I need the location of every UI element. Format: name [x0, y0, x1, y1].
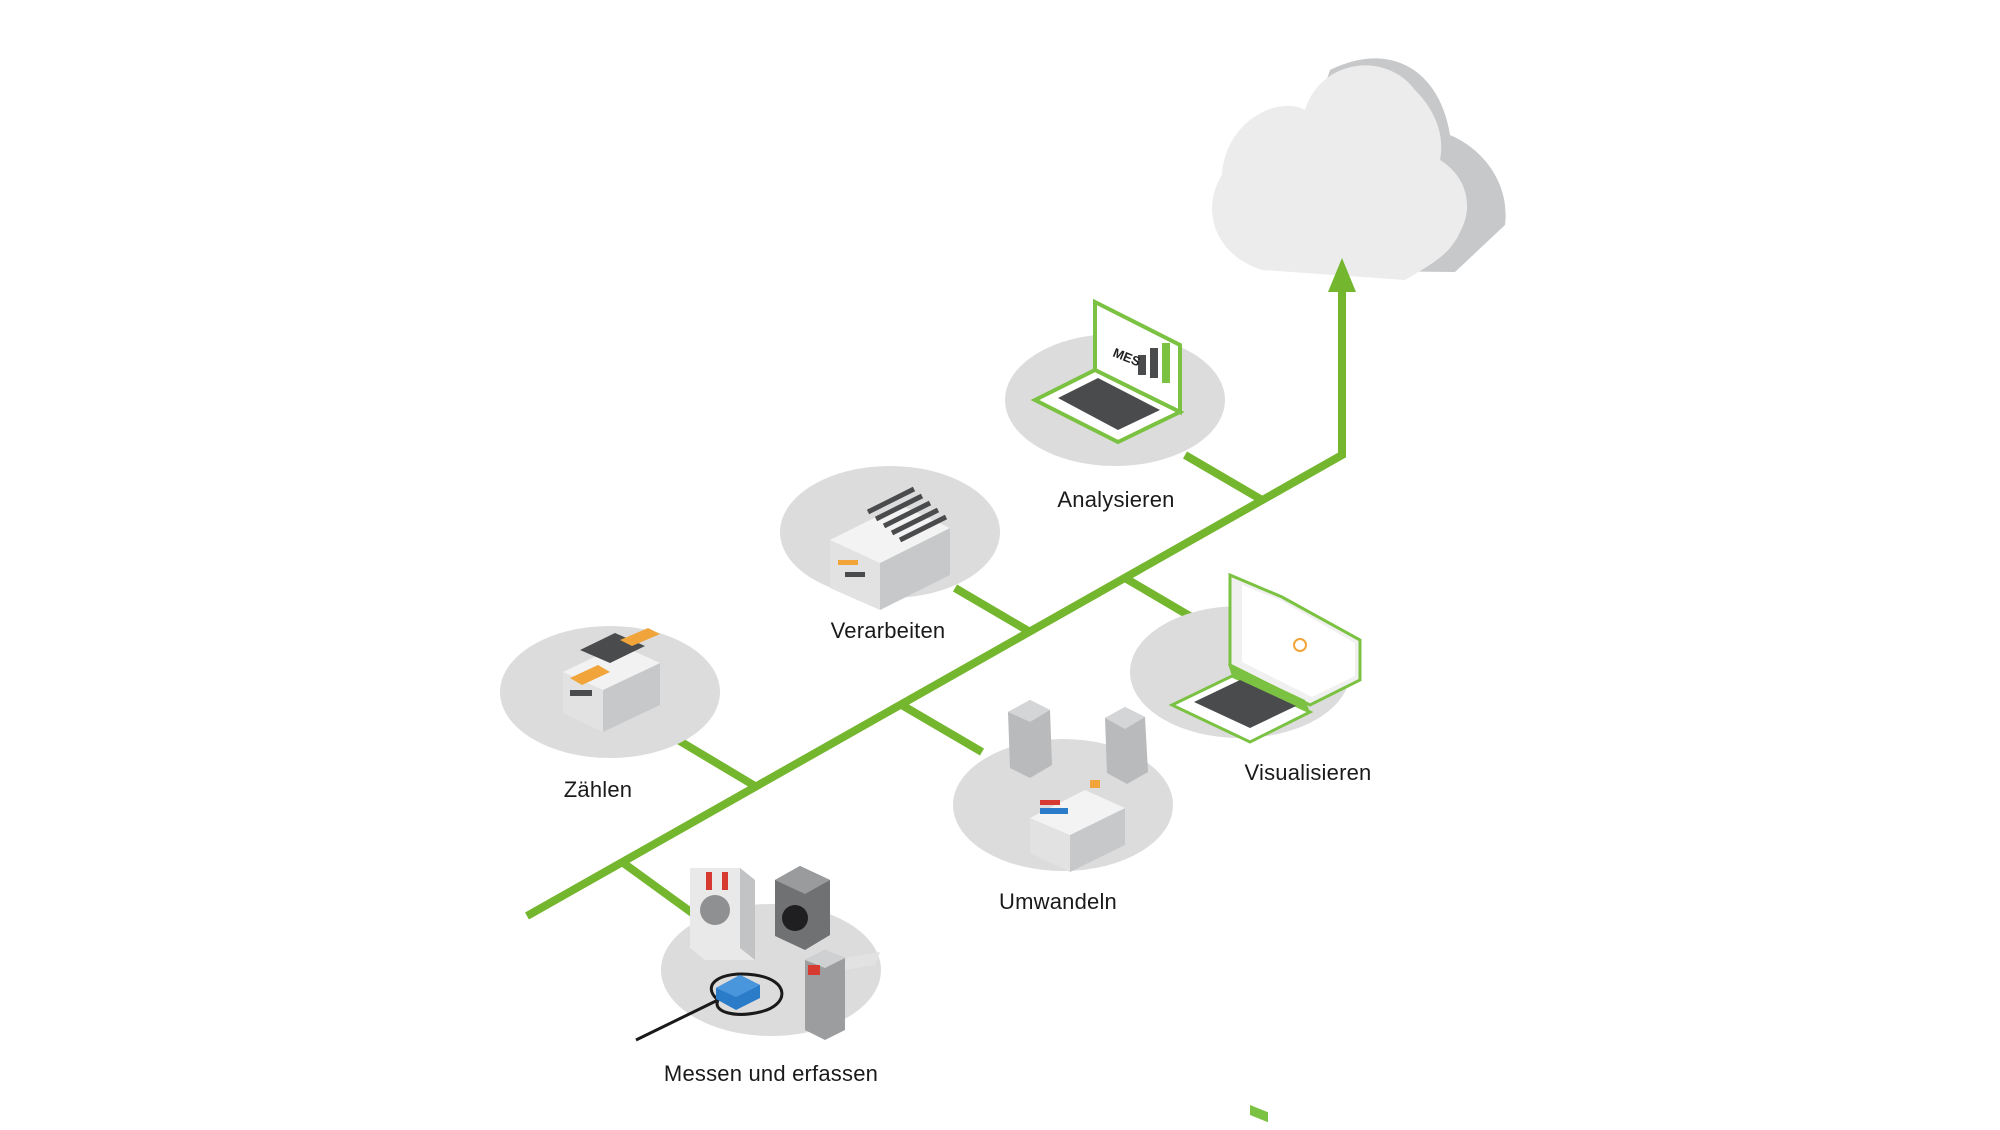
branch-messen: [619, 858, 698, 919]
branch-analysieren: [1182, 451, 1265, 504]
branch-umwandeln: [897, 700, 985, 756]
branch-verarbeiten: [952, 584, 1033, 636]
label-umwandeln: Umwandeln: [999, 889, 1117, 914]
cloud-icon: [1212, 58, 1506, 280]
flow-lines: [525, 285, 1346, 920]
controller-icon: [830, 486, 950, 610]
energy-meter-icon: [563, 628, 660, 732]
label-zaehlen: Zählen: [563, 777, 633, 802]
label-verarbeiten: Verarbeiten: [830, 618, 946, 643]
label-messen-und-erfassen: Messen und erfassen: [663, 1061, 879, 1086]
main-flow-line: [525, 285, 1346, 920]
branch-zaehlen: [675, 736, 758, 790]
label-visualisieren: Visualisieren: [1244, 760, 1372, 785]
mes-laptop-icon: MES: [1030, 298, 1185, 445]
label-analysieren: Analysieren: [1057, 487, 1175, 512]
current-sensors-icon: [635, 866, 880, 1042]
signal-converter-icon: [1008, 700, 1148, 872]
arrow-head-icon: [1328, 258, 1356, 292]
dashboard-laptop-icon: [1168, 572, 1362, 1123]
